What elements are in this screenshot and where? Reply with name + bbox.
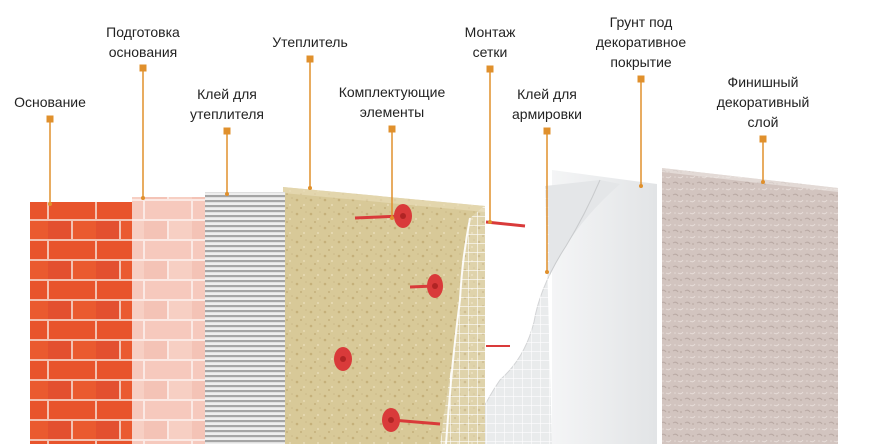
dowel xyxy=(409,274,443,298)
leader-end-reinforcement-glue xyxy=(545,270,549,274)
layer-mesh xyxy=(440,184,552,444)
leader-marker-primer xyxy=(637,75,645,83)
leader-marker-fasteners xyxy=(388,125,396,133)
leader-end-insulation xyxy=(308,186,312,190)
layer-base xyxy=(30,202,132,444)
label-reinforcement-glue: Клей для армировки xyxy=(512,86,582,122)
leader-marker-mesh xyxy=(486,65,494,73)
dowel xyxy=(334,347,352,371)
label-fasteners: Комплектующие элементы xyxy=(338,84,446,120)
layer-primer xyxy=(552,170,657,444)
leader-marker-base xyxy=(46,115,54,123)
layer-finish xyxy=(662,168,838,444)
label-insulation-glue: Клей для утеплителя xyxy=(190,86,264,122)
label-finish: Финишный декоративный слой xyxy=(716,74,810,130)
label-base-prep: Подготовка основания xyxy=(106,24,180,60)
leader-end-primer xyxy=(639,184,643,188)
leader-end-finish xyxy=(761,180,765,184)
label-primer: Грунт под декоративное покрытие xyxy=(595,14,687,70)
leader-end-fasteners xyxy=(390,216,394,220)
fasteners-group xyxy=(334,204,526,432)
leader-end-base-prep xyxy=(141,196,145,200)
leader-end-insulation-glue xyxy=(225,192,229,196)
leader-marker-reinforcement-glue xyxy=(543,127,551,135)
leader-marker-insulation xyxy=(306,55,314,63)
leader-marker-base-prep xyxy=(139,64,147,72)
dowel xyxy=(354,204,412,228)
dowel xyxy=(382,408,441,432)
leader-end-mesh xyxy=(488,220,492,224)
leader-end-base xyxy=(48,202,52,206)
leader-marker-insulation-glue xyxy=(223,127,231,135)
label-base: Основание xyxy=(14,94,86,110)
leader-marker-finish xyxy=(759,135,767,143)
layer-insulation xyxy=(283,187,485,444)
label-insulation: Утеплитель xyxy=(272,34,348,50)
layer-base-prep xyxy=(132,197,205,444)
leader-lines xyxy=(46,55,767,274)
label-mesh: Монтаж сетки xyxy=(464,24,516,60)
layer-insulation-glue xyxy=(205,192,285,444)
